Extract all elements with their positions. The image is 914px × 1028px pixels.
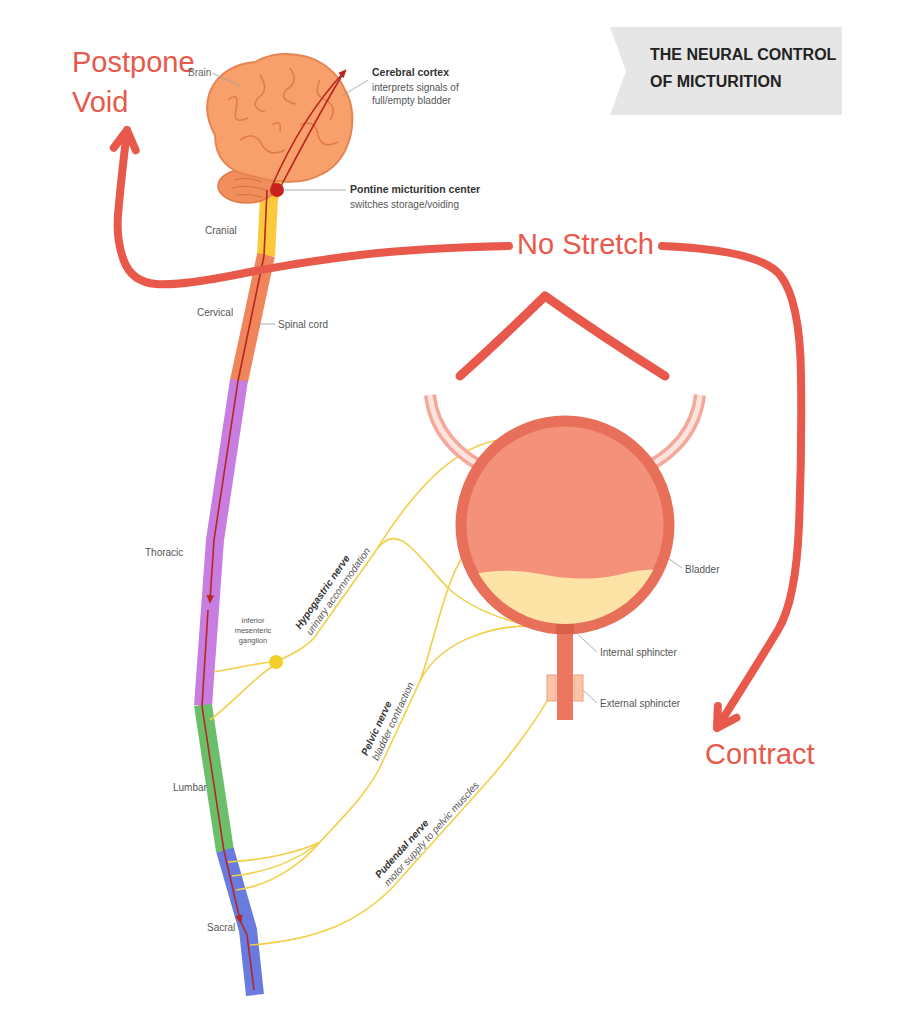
external-sphincter (547, 675, 556, 701)
annotation-text: Postpone Void (72, 42, 202, 122)
title-text: THE NEURAL CONTROL OF MICTURITION (650, 41, 840, 95)
urethra (557, 615, 573, 720)
external-sphincter (574, 675, 583, 701)
hand-drawn-caret (460, 296, 665, 376)
leader-line (285, 190, 346, 191)
internal-sphincter (556, 624, 574, 634)
cord-path-tail (240, 920, 254, 990)
nerve (214, 662, 270, 672)
leader-lines (212, 73, 682, 703)
annotation-node: Postpone Void (72, 42, 202, 122)
part-label: Internal sphincter (600, 646, 677, 659)
thoracic-segment (203, 380, 239, 706)
annotation-text: Contract (705, 734, 815, 774)
cervical-segment (239, 255, 266, 381)
ganglion-dot (269, 655, 283, 669)
neural-pathway (202, 72, 344, 990)
leader-line (583, 690, 597, 703)
segment-label: Cervical (197, 306, 233, 319)
hand-drawn-arrow (114, 130, 509, 284)
cord-path-up (210, 190, 267, 600)
hand-drawn-arrow (662, 246, 801, 728)
annotation-node: No Stretch (517, 224, 654, 264)
part-label: Cerebral cortex (372, 66, 449, 80)
segment-label: Lumbar (173, 781, 207, 794)
descending-path (281, 72, 344, 186)
leader-line (212, 73, 240, 86)
lumbar-segment (203, 705, 225, 851)
nerve (236, 842, 320, 890)
part-label: Bladder (685, 563, 719, 576)
pontine-center-dot (270, 183, 284, 197)
segment-label: Thoracic (145, 546, 183, 559)
nerve-function: motor supply to pelvic muscles (381, 779, 482, 889)
pudendal-nerve-line (250, 692, 552, 945)
nerve (210, 667, 272, 720)
annotation-node: Contract (705, 734, 815, 774)
brain (207, 54, 352, 203)
description-text: interprets signals of full/empty bladder (372, 81, 484, 107)
annotation-text: No Stretch (517, 224, 654, 264)
part-label: Brain (188, 66, 211, 79)
urine (455, 569, 680, 640)
title-banner: THE NEURAL CONTROL OF MICTURITION (610, 27, 842, 115)
cerebellum-folds (232, 178, 266, 197)
part-label: inferior mesenteric ganglion (231, 616, 275, 645)
banner-shape (610, 27, 842, 115)
segment-label: Sacral (207, 921, 235, 934)
leader-line (258, 324, 275, 325)
cerebrum (207, 54, 352, 182)
cord-path-down (202, 610, 240, 920)
nerve (420, 626, 550, 681)
leader-line (342, 80, 368, 96)
bladder-drawing (430, 395, 700, 720)
part-label: Spinal cord (278, 318, 328, 331)
spinal-cord (203, 178, 270, 995)
part-label: Pontine micturition center (350, 183, 480, 197)
nerve (232, 842, 320, 876)
segment-label: Cranial (205, 224, 237, 237)
banner-fill (610, 27, 842, 115)
ascending-path (272, 72, 344, 186)
part-label: External sphincter (600, 697, 680, 710)
description-text: switches storage/voiding (350, 198, 459, 211)
